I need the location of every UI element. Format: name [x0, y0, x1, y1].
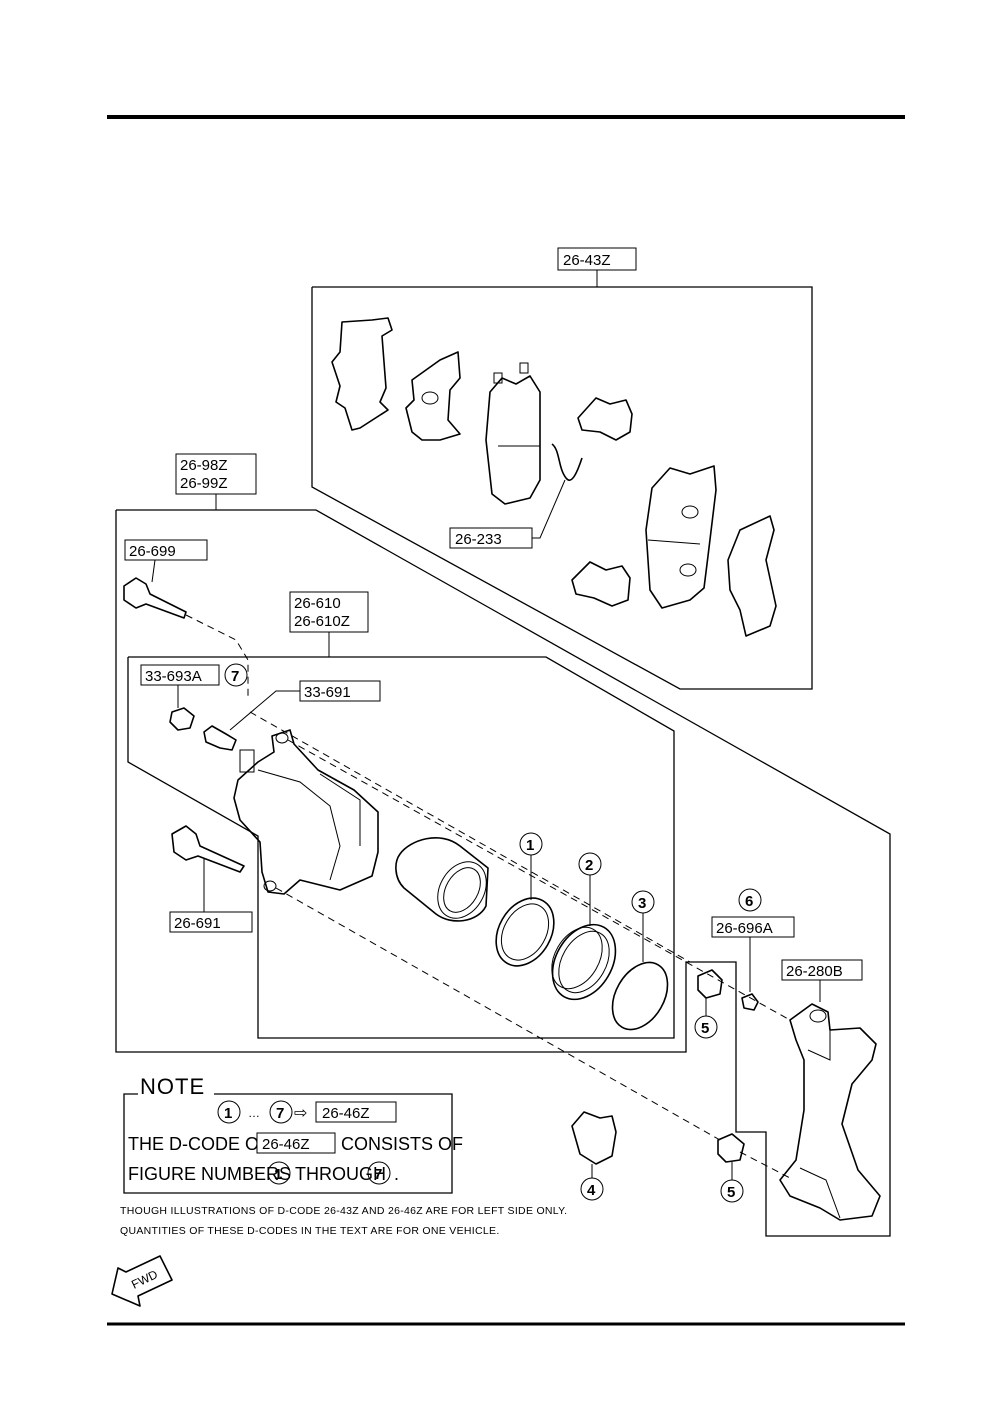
footnote-line2: QUANTITIES OF THESE D-CODES IN THE TEXT … — [120, 1225, 500, 1237]
retainer-group: 4 — [571, 1111, 617, 1201]
code-box-26-699[interactable] — [124, 539, 208, 561]
bushing[interactable] — [741, 993, 759, 1011]
figure-number-7-circle — [224, 663, 248, 687]
outer-brake-pad[interactable] — [645, 465, 717, 609]
note-range-dots: … — [248, 1106, 260, 1120]
figure-number-5-lower: 5 — [727, 1184, 735, 1201]
lower-pad-clip[interactable] — [571, 561, 631, 607]
piston-seal[interactable] — [484, 888, 565, 976]
code-box-note-26-46z[interactable] — [315, 1101, 397, 1123]
code-26-610: 26-610 — [294, 595, 341, 612]
code-26-43z: 26-43Z — [563, 252, 611, 269]
note-range-end: 7 — [276, 1105, 284, 1122]
caliper-body[interactable] — [233, 729, 379, 895]
lower-guide-bolt[interactable] — [171, 825, 245, 873]
note-title: NOTE — [140, 1074, 205, 1099]
note-frame — [123, 1093, 453, 1194]
dust-seal[interactable] — [540, 913, 628, 1010]
bleeder-cap[interactable] — [169, 707, 195, 731]
note-line2-num2: 7 — [374, 1166, 382, 1183]
note-line2-num1: 1 — [274, 1166, 282, 1183]
code-26-233: 26-233 — [455, 531, 502, 548]
code-26-98z: 26-98Z — [180, 457, 228, 474]
inner-brake-pad[interactable] — [485, 375, 541, 505]
note-line2-end: . — [394, 1164, 399, 1184]
retainer[interactable] — [571, 1111, 617, 1165]
code-26-691: 26-691 — [174, 915, 221, 932]
upper-guide-boot[interactable] — [697, 969, 723, 999]
pad-kit-frame — [311, 286, 813, 690]
figure-number-5-upper: 5 — [701, 1020, 709, 1037]
outer-pad-shim[interactable] — [727, 515, 777, 637]
pad-wear-indicator-spring[interactable] — [551, 443, 583, 481]
figure-number-7: 7 — [231, 668, 239, 685]
bleeder-screw[interactable] — [203, 725, 237, 751]
note-range-code: 26-46Z — [322, 1105, 370, 1122]
pad-kit-group: 26-43Z 26-233 — [311, 247, 813, 690]
figure-number-4: 4 — [587, 1182, 596, 1199]
code-box-note-line1[interactable] — [256, 1132, 336, 1154]
code-box-26-280b[interactable] — [781, 959, 863, 981]
caliper-assembly-frame — [115, 509, 891, 1237]
note-line2-middle: THROUGH — [295, 1164, 386, 1184]
code-26-280b: 26-280B — [786, 963, 843, 980]
note-line2-prefix: FIGURE NUMBERS — [128, 1164, 291, 1184]
footnote-line1: THOUGH ILLUSTRATIONS OF D-CODE 26-43Z AN… — [120, 1205, 567, 1217]
fwd-arrow-icon: FWD — [111, 1255, 173, 1307]
caliper-mounting-bracket[interactable] — [779, 1003, 881, 1221]
lower-guide-boot[interactable] — [717, 1133, 745, 1163]
piston[interactable] — [395, 837, 489, 922]
note-box: NOTE 1 … 7 ⇨ 26-46Z THE D-CODE OF 26-46Z… — [123, 1074, 463, 1194]
figure-number-2: 2 — [585, 857, 593, 874]
outer-shim[interactable] — [331, 317, 393, 431]
code-26-696a: 26-696A — [716, 920, 773, 937]
code-33-693a: 33-693A — [145, 668, 202, 685]
note-line1-prefix: THE D-CODE OF — [128, 1134, 270, 1154]
upper-pad-clip[interactable] — [577, 397, 633, 441]
code-box-33-693a[interactable] — [140, 664, 220, 686]
note-line1-code: 26-46Z — [262, 1136, 310, 1153]
code-box-26-691[interactable] — [169, 911, 253, 933]
code-26-99z: 26-99Z — [180, 475, 228, 492]
code-26-699: 26-699 — [129, 543, 176, 560]
caliper-assembly-group: 26-98Z 26-99Z 26-699 26-610 26-610Z 33-6… — [115, 453, 891, 1237]
caliper-body-frame — [127, 656, 675, 1039]
figure-number-6: 6 — [745, 893, 753, 910]
note-range-start: 1 — [224, 1105, 232, 1122]
figure-number-3: 3 — [638, 895, 646, 912]
code-26-610z: 26-610Z — [294, 613, 350, 630]
code-33-691: 33-691 — [304, 684, 351, 701]
upper-guide-bolt[interactable] — [123, 577, 187, 619]
note-line1-suffix: CONSISTS OF — [341, 1134, 463, 1154]
code-box-26-696a[interactable] — [711, 916, 795, 938]
figure-number-1: 1 — [526, 837, 534, 854]
note-arrow: ⇨ — [294, 1105, 307, 1122]
anti-squeal-plate[interactable] — [405, 351, 461, 441]
ring[interactable] — [601, 953, 679, 1039]
